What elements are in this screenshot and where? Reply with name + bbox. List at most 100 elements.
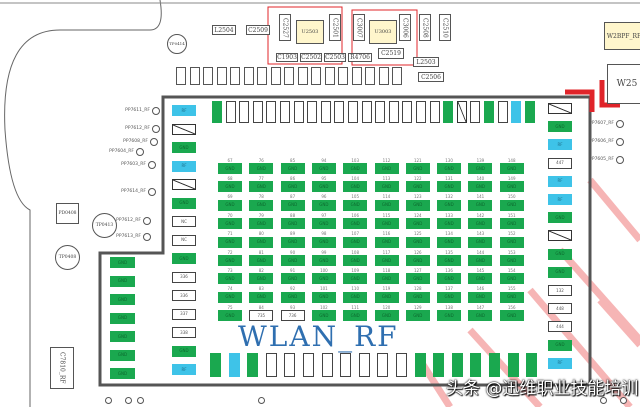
pad-bottom[interactable]	[489, 353, 500, 377]
pad-top[interactable]	[280, 101, 290, 123]
component-c2503[interactable]: C2503	[324, 53, 346, 62]
pad-top[interactable]	[320, 101, 331, 123]
pad[interactable]: GND	[405, 273, 430, 285]
pad-left-outer[interactable]: GND	[110, 368, 135, 379]
pad-right[interactable]: 448	[548, 303, 572, 315]
probe-point[interactable]	[152, 107, 160, 115]
pad[interactable]: GND	[437, 218, 462, 230]
pad-right[interactable]: 447	[548, 157, 572, 169]
pad-left[interactable]: RF	[172, 160, 196, 172]
component-c2510[interactable]: C2510	[439, 14, 451, 41]
pad-top[interactable]	[307, 101, 318, 123]
pad[interactable]: GND	[249, 218, 274, 230]
pad-top[interactable]	[402, 101, 413, 123]
pad[interactable]: GND	[499, 163, 524, 174]
pad[interactable]: GND	[280, 199, 305, 211]
pad[interactable]: GND	[280, 236, 305, 248]
pad[interactable]: GND	[499, 255, 524, 266]
small-component[interactable]	[338, 67, 348, 85]
pad[interactable]: GND	[280, 291, 305, 303]
pad-top[interactable]	[225, 101, 236, 123]
pad-right[interactable]: 132	[548, 285, 572, 296]
probe-point[interactable]	[616, 138, 624, 146]
pad-left[interactable]: 336	[172, 271, 196, 283]
pad[interactable]: GND	[405, 218, 430, 230]
component-r4706[interactable]: R4706	[348, 53, 372, 62]
pad[interactable]: GND	[280, 163, 305, 174]
pad-top[interactable]	[361, 101, 372, 123]
small-component[interactable]	[297, 67, 308, 85]
probe-point[interactable]	[258, 397, 265, 404]
pad[interactable]: GND	[218, 255, 242, 266]
pad[interactable]: GND	[249, 291, 274, 303]
pad-top[interactable]	[388, 101, 399, 123]
pad[interactable]: GND	[499, 199, 524, 211]
small-component[interactable]	[257, 67, 267, 85]
pad-bottom[interactable]	[470, 353, 482, 377]
pad[interactable]: GND	[499, 291, 524, 303]
pad-bottom[interactable]	[526, 353, 538, 377]
pad[interactable]: GND	[249, 273, 274, 285]
test-point[interactable]: TP0414	[167, 34, 187, 54]
pad-right[interactable]: GND	[548, 248, 572, 260]
pad-bottom[interactable]	[414, 353, 426, 377]
small-component[interactable]	[203, 67, 213, 85]
pad[interactable]: GND	[218, 291, 242, 303]
pad-left[interactable]: NC	[172, 234, 196, 246]
pad[interactable]: GND	[499, 310, 524, 322]
pad[interactable]: GND	[311, 236, 336, 248]
pad[interactable]: GND	[311, 163, 336, 174]
pad[interactable]: GND	[499, 273, 524, 285]
pad-left-outer[interactable]: GND	[110, 294, 135, 305]
pad[interactable]: GND	[249, 236, 274, 248]
pad-left[interactable]: 337	[172, 308, 196, 320]
pad-bottom[interactable]	[396, 353, 407, 377]
pad-top[interactable]	[212, 101, 222, 123]
pad[interactable]: GND	[468, 255, 493, 266]
pad[interactable]: GND	[374, 218, 399, 230]
pad[interactable]: GND	[437, 163, 462, 174]
pad[interactable]: GND	[437, 273, 462, 285]
probe-point[interactable]	[143, 217, 151, 225]
small-component[interactable]	[284, 67, 294, 85]
pad[interactable]: GND	[405, 291, 430, 303]
pad-bottom[interactable]	[284, 353, 296, 377]
pad-top[interactable]	[252, 101, 263, 123]
component-c3006[interactable]: C3006	[399, 14, 411, 41]
small-component[interactable]	[311, 67, 321, 85]
pad-right[interactable]: RF	[548, 175, 572, 187]
probe-point[interactable]	[105, 397, 112, 404]
pad[interactable]: GND	[405, 199, 430, 211]
pad[interactable]: GND	[311, 291, 336, 303]
probe-point[interactable]	[137, 397, 144, 404]
pad-right[interactable]	[548, 103, 572, 114]
pad[interactable]: GND	[249, 199, 274, 211]
pad-top[interactable]	[348, 101, 358, 123]
pad[interactable]: GND	[468, 310, 493, 322]
test-point[interactable]: TP0408	[55, 245, 80, 270]
pad-left[interactable]	[172, 179, 196, 190]
pad-right[interactable]: GND	[548, 212, 572, 224]
pad[interactable]: GND	[499, 218, 524, 230]
pad[interactable]: GND	[437, 310, 462, 322]
component-c2506[interactable]: C2506	[418, 72, 444, 82]
small-component[interactable]	[176, 67, 186, 85]
probe-point[interactable]	[152, 125, 160, 133]
pad[interactable]: GND	[343, 199, 368, 211]
pad[interactable]: GND	[343, 273, 368, 285]
pad-top[interactable]	[511, 101, 522, 123]
component-c2508[interactable]: C2508	[419, 14, 431, 41]
small-component[interactable]	[243, 67, 254, 85]
pad[interactable]: GND	[280, 181, 305, 193]
pad-top[interactable]	[497, 101, 508, 123]
pad-left-outer[interactable]: GND	[110, 349, 135, 361]
small-component[interactable]	[392, 67, 402, 85]
pad[interactable]: 735	[249, 310, 274, 322]
probe-point[interactable]	[125, 397, 132, 404]
chip-u2503[interactable]: U2503	[296, 20, 324, 44]
pad-top[interactable]	[484, 101, 494, 123]
probe-point[interactable]	[148, 188, 156, 196]
probe-point[interactable]	[136, 148, 144, 156]
pad-left[interactable]: GND	[172, 253, 196, 264]
pad-left[interactable]: RF	[172, 105, 196, 116]
